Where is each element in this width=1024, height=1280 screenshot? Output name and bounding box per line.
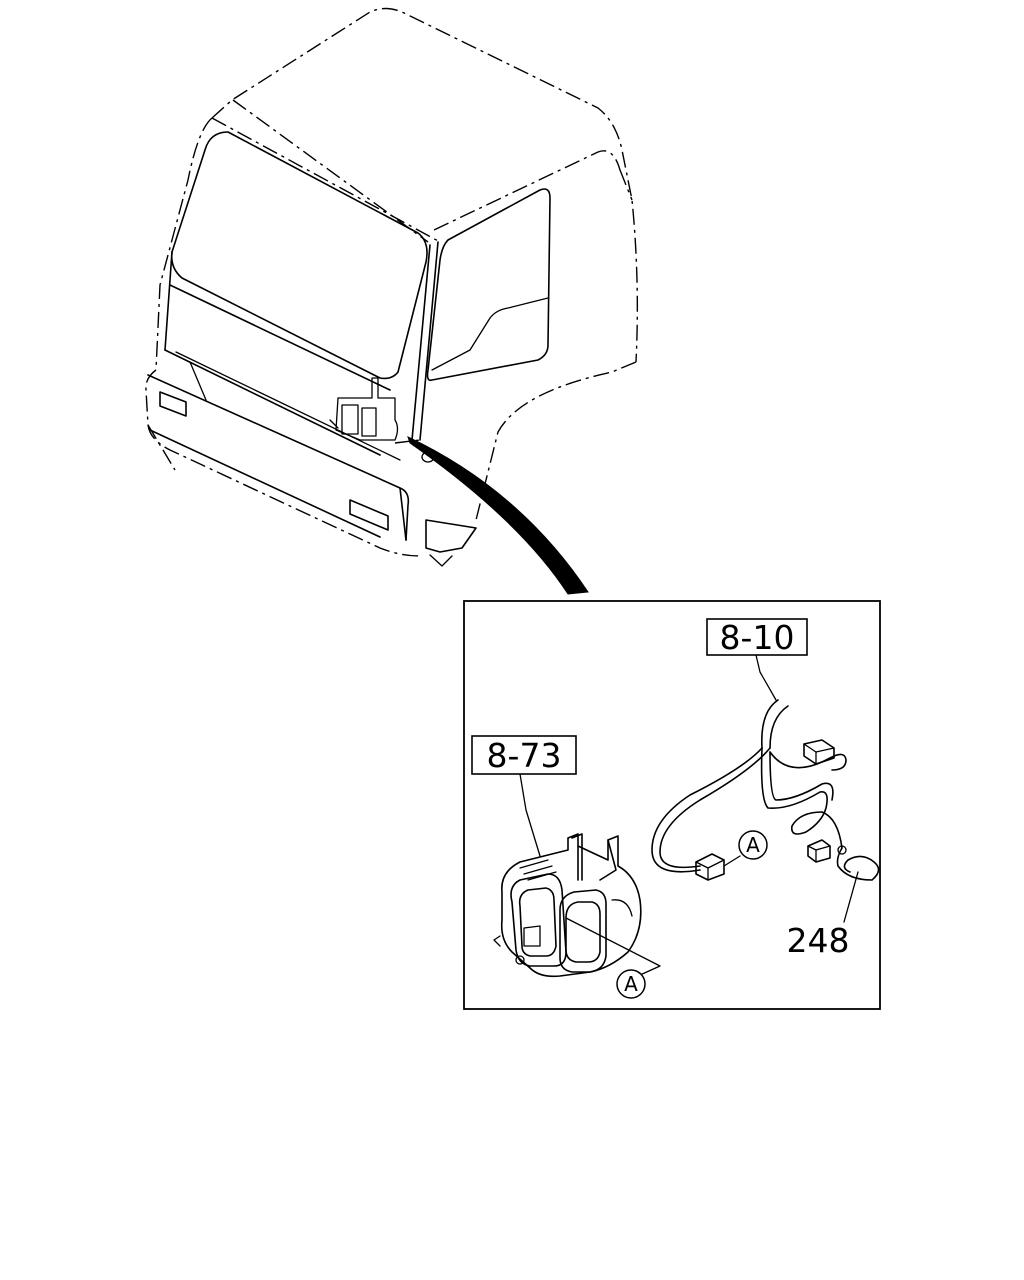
truck-cab-illustration <box>145 7 639 567</box>
detail-pointer-arrow <box>407 436 589 595</box>
label-8-10-text: 8-10 <box>720 618 795 657</box>
blower-unit <box>493 833 661 985</box>
label-248: 248 <box>787 921 850 960</box>
connector-mark-a-wire-text: A <box>746 833 760 857</box>
detail-inset: 8-10 8-73 <box>463 600 881 1010</box>
label-8-10: 8-10 <box>706 618 808 657</box>
connector-mark-a-unit-text: A <box>624 972 638 996</box>
label-8-73: 8-73 <box>471 735 577 775</box>
connector-mark-a-wire: A <box>738 830 768 860</box>
label-8-73-text: 8-73 <box>487 736 562 775</box>
connector-mark-a-unit: A <box>616 969 646 999</box>
wiring-harness <box>651 699 880 881</box>
